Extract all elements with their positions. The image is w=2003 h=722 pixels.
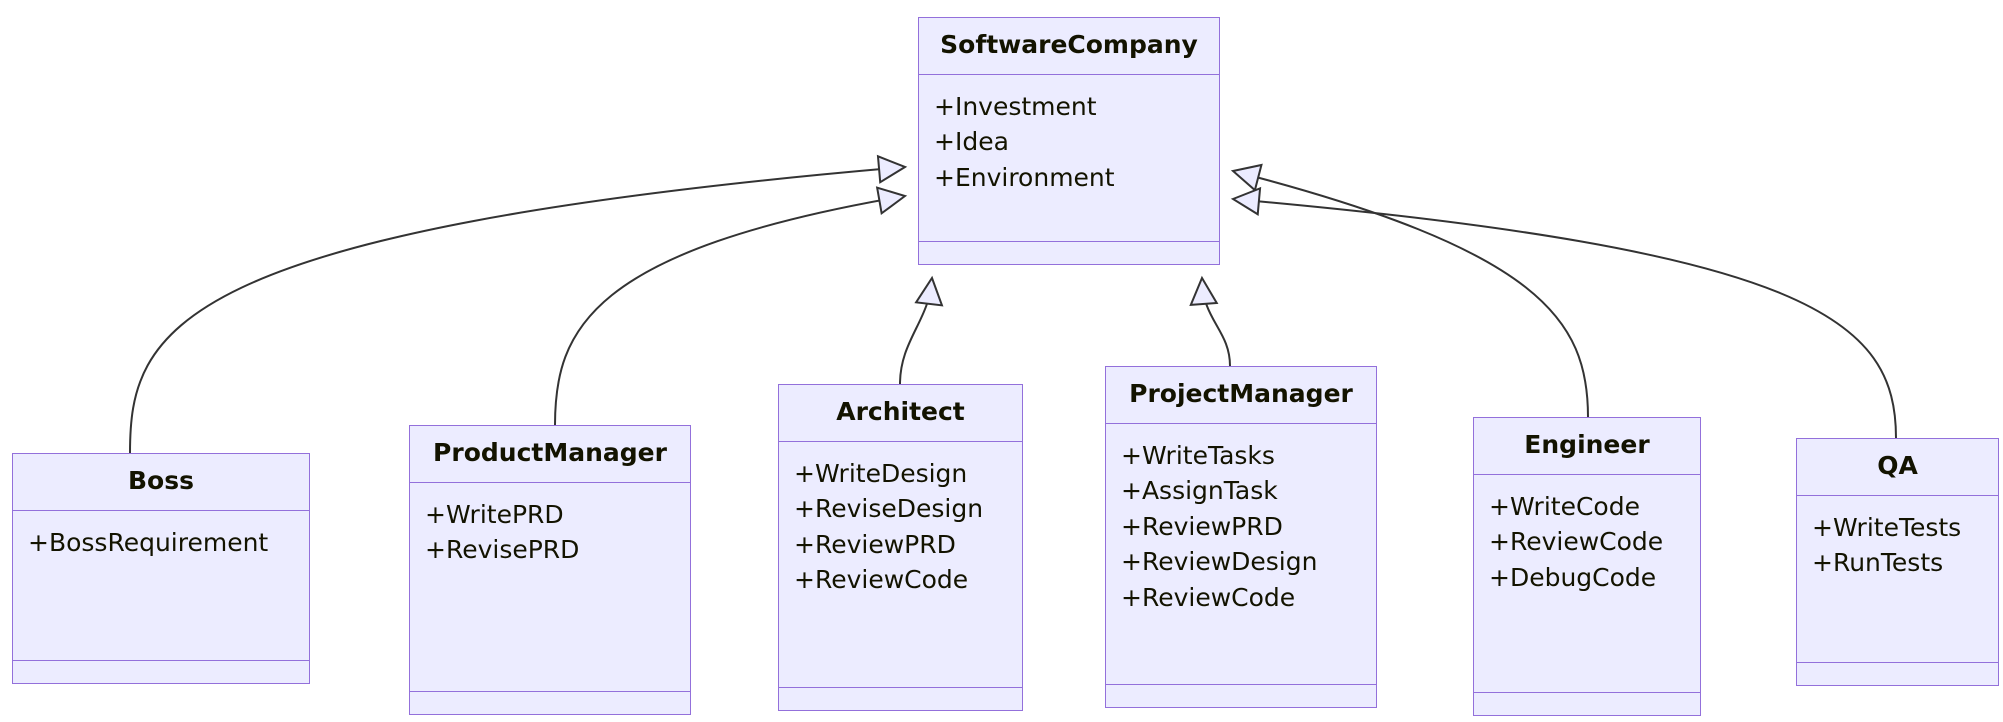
generalization-arrowhead-icon <box>1230 163 1263 192</box>
class-attribute: +ReviewCode <box>794 565 969 595</box>
generalization-arrowhead-icon <box>1230 186 1262 216</box>
class-attributes: +Investment +Idea +Environment <box>919 75 1219 243</box>
class-attributes: +WriteCode +ReviewCode +DebugCode <box>1474 475 1700 694</box>
generalization-arrowhead-icon <box>876 154 908 184</box>
class-attribute: +ReviseDesign <box>794 494 984 524</box>
generalization-edge <box>899 277 933 385</box>
class-node-engineer[interactable]: Engineer +WriteCode +ReviewCode +DebugCode <box>1473 417 1701 716</box>
class-attribute: +Investment <box>934 91 1097 121</box>
class-node-product-manager[interactable]: ProductManager +WritePRD +RevisePRD <box>409 425 691 715</box>
class-attribute: +RevisePRD <box>425 535 580 565</box>
class-attribute: +RunTests <box>1812 548 1944 578</box>
class-title: QA <box>1797 439 1998 496</box>
generalization-arrowhead-icon <box>875 186 908 216</box>
class-attribute: +WriteCode <box>1489 491 1640 521</box>
class-methods <box>919 242 1219 264</box>
class-attribute: +ReviewDesign <box>1121 547 1318 577</box>
class-node-software-company[interactable]: SoftwareCompany +Investment +Idea +Environ… <box>918 17 1220 265</box>
class-attributes: +BossRequirement <box>13 511 309 662</box>
class-methods <box>1797 663 1998 685</box>
class-attributes: +WriteDesign +ReviseDesign +ReviewPRD +Revi… <box>779 442 1022 689</box>
class-title: Architect <box>779 385 1022 442</box>
class-attribute: +WriteTests <box>1812 512 1962 542</box>
class-attribute: +ReviewPRD <box>794 529 956 559</box>
generalization-edge <box>1201 277 1231 367</box>
class-methods <box>410 692 690 714</box>
class-node-qa[interactable]: QA +WriteTests +RunTests <box>1796 438 1999 686</box>
class-methods <box>13 661 309 683</box>
class-attributes: +WritePRD +RevisePRD <box>410 483 690 693</box>
class-attribute: +AssignTask <box>1121 476 1278 506</box>
class-methods <box>1106 685 1376 707</box>
class-attributes: +WriteTasks +AssignTask +ReviewPRD +ReviewD… <box>1106 424 1376 686</box>
class-attribute: +WriteDesign <box>794 458 968 488</box>
class-title: Boss <box>13 454 309 511</box>
class-attribute: +BossRequirement <box>28 527 269 557</box>
class-attribute: +Environment <box>934 162 1115 192</box>
class-attribute: +ReviewCode <box>1121 582 1296 612</box>
generalization-arrowhead-icon <box>1189 275 1219 306</box>
class-attribute: +ReviewCode <box>1489 527 1664 557</box>
class-attribute: +Idea <box>934 127 1009 157</box>
class-attribute: +ReviewPRD <box>1121 511 1283 541</box>
class-methods <box>1474 693 1700 715</box>
class-attribute: +WritePRD <box>425 499 564 529</box>
class-title: SoftwareCompany <box>919 18 1219 75</box>
class-node-architect[interactable]: Architect +WriteDesign +ReviseDesign +Revi… <box>778 384 1023 711</box>
generalization-arrowhead-icon <box>914 275 944 307</box>
class-title: ProductManager <box>410 426 690 483</box>
class-attribute: +WriteTasks <box>1121 440 1275 470</box>
class-attribute: +DebugCode <box>1489 562 1657 592</box>
class-title: ProjectManager <box>1106 367 1376 424</box>
class-methods <box>779 688 1022 710</box>
class-node-project-manager[interactable]: ProjectManager +WriteTasks +AssignTask +Re… <box>1105 366 1377 708</box>
class-attributes: +WriteTests +RunTests <box>1797 496 1998 664</box>
class-node-boss[interactable]: Boss +BossRequirement <box>12 453 310 684</box>
class-title: Engineer <box>1474 418 1700 475</box>
